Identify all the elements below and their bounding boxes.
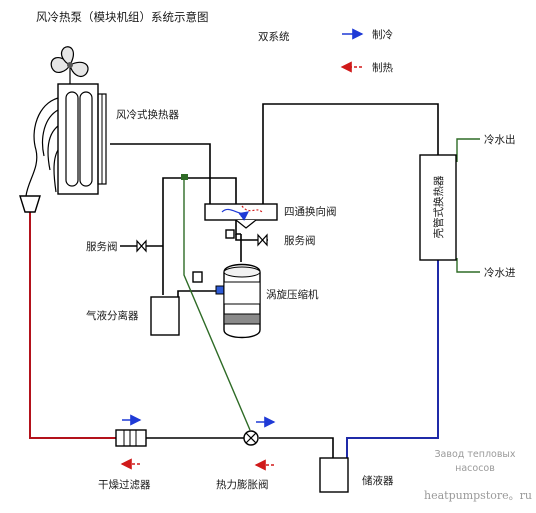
watermark-site: heatpumpstore。ru — [424, 489, 532, 502]
diagram-title: 风冷热泵（模块机组）系统示意图 — [36, 10, 209, 24]
service-valve-left-label: 服务阀 — [86, 240, 118, 253]
txv-bulb — [181, 174, 188, 180]
water-in-line — [456, 258, 480, 273]
liquid-pipe-left — [29, 212, 116, 439]
strainer — [319, 457, 349, 493]
service-valve-left — [136, 239, 147, 253]
thermal-expansion-valve — [243, 430, 259, 446]
dryer-filter — [115, 429, 147, 447]
chilled-water-out-label: 冷水出 — [484, 133, 516, 146]
watermark-line1: Завод тепловых — [434, 449, 515, 460]
legend-cooling-label: 制冷 — [372, 28, 393, 41]
distributor — [19, 195, 41, 213]
gas-liquid-separator-label: 气液分离器 — [86, 309, 139, 322]
pipe-separator-to-compressor — [177, 290, 221, 300]
scroll-compressor — [192, 263, 261, 339]
gas-liquid-separator — [150, 296, 180, 336]
water-out-line — [456, 138, 480, 162]
watermark-line2: насосов — [455, 463, 495, 474]
fan-hub-icon — [67, 62, 73, 68]
txv-sensing-line — [183, 178, 251, 431]
shell-tube-hx-label: 壳管式换热器 — [432, 175, 445, 238]
four-way-valve-label: 四通换向阀 — [284, 205, 337, 218]
chilled-water-in-label: 冷水进 — [484, 266, 516, 279]
pipe-fourway-to-separator — [162, 177, 237, 295]
fan-blade-icon — [60, 46, 74, 66]
four-way-valve — [204, 203, 278, 229]
scroll-compressor-label: 涡旋压缩机 — [266, 288, 319, 301]
legend-heating-label: 制热 — [372, 61, 393, 74]
strainer-label: 储液器 — [362, 474, 394, 487]
txv-label: 热力膨胀阀 — [216, 478, 269, 491]
service-valve-right-label: 服务阀 — [284, 234, 316, 247]
pipe-shelltube-to-fourway — [262, 103, 439, 204]
pipe-expansion-to-receiver — [259, 437, 334, 458]
pipe-aircooled-to-fourway — [110, 143, 211, 204]
dryer-filter-label: 干燥过滤器 — [98, 478, 151, 491]
air-cooled-heat-exchanger — [19, 46, 107, 213]
service-valve-right — [225, 229, 268, 247]
air-cooled-hx-label: 风冷式换热器 — [116, 108, 179, 121]
shell-tube-heat-exchanger — [419, 154, 457, 261]
legend-system-label: 双系统 — [258, 30, 290, 43]
fan-blade-icon — [69, 61, 89, 77]
pipe-receiver-to-shelltube — [346, 260, 439, 458]
pipe-service-right — [235, 234, 268, 241]
